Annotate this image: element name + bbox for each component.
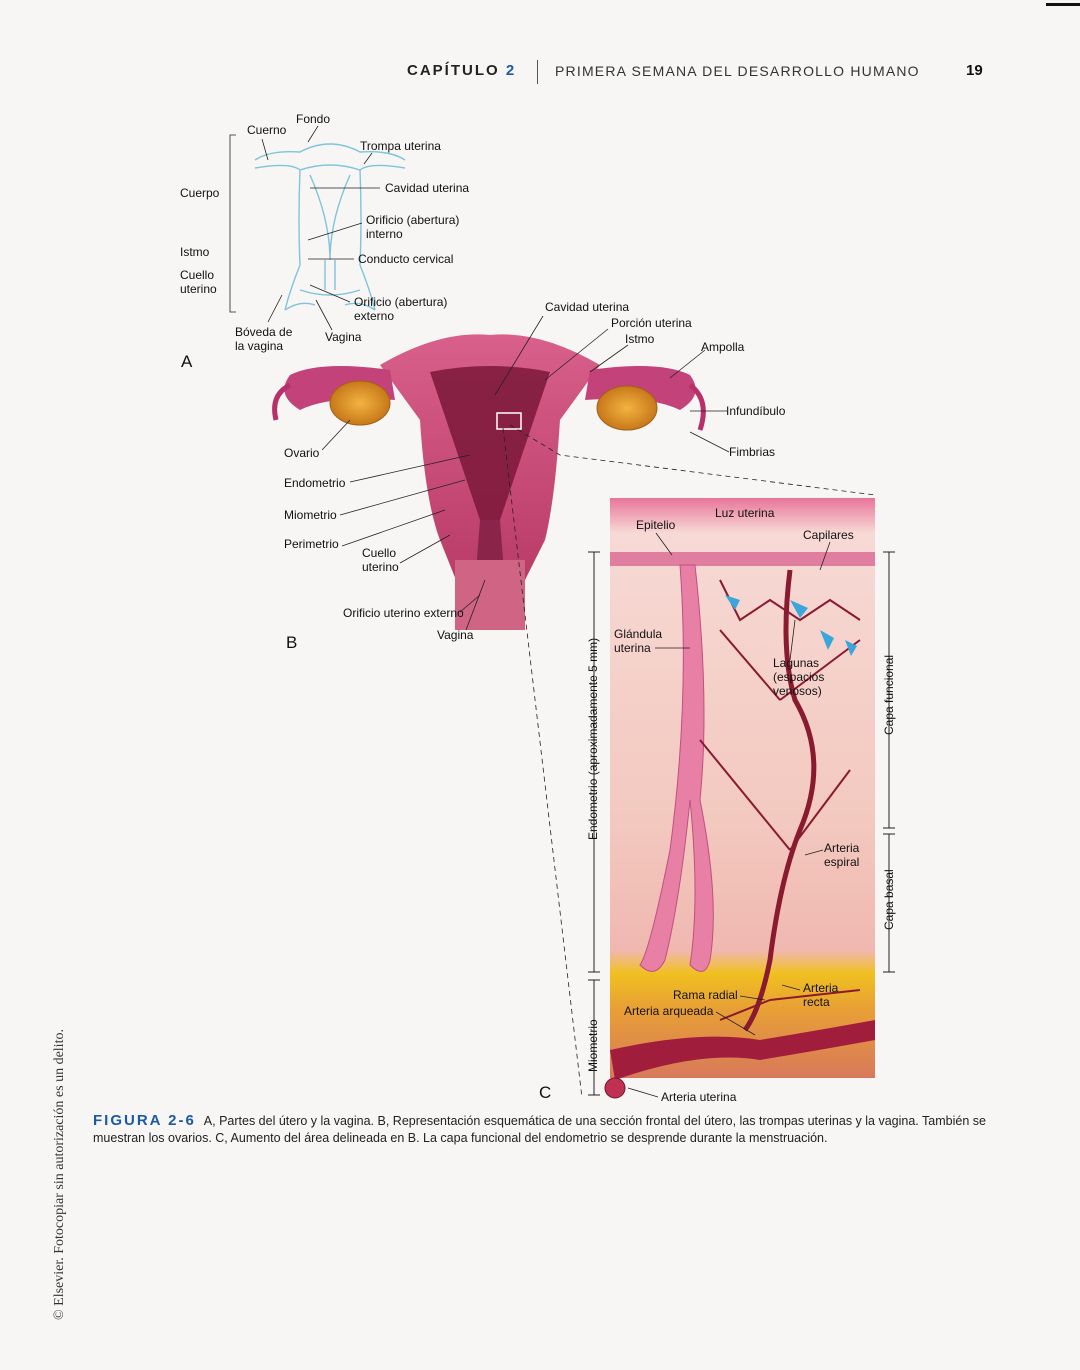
corner-mark [1046,3,1080,6]
label-orificio-interno: Orificio (abertura) interno [366,213,459,241]
label-arteria-arqueada: Arteria arqueada [624,1004,714,1018]
label-endometrio: Endometrio [284,476,346,490]
label-capa-funcional: Capa funcional [882,654,896,735]
label-trompa-uterina-a: Trompa uterina [360,139,441,153]
panel-c-leaders [627,532,831,1098]
label-orificio-externo-line1: Orificio (abertura) [354,295,448,309]
panel-c-drawing [604,498,875,1099]
panel-c-scales [588,551,895,1096]
label-cavidad-uterina-b: Cavidad uterina [545,300,630,314]
header-separator [537,60,538,84]
label-perimetrio: Perimetrio [284,537,339,551]
label-arteria-recta-line2: recta [803,995,830,1009]
label-boveda-line1: Bóveda de [235,325,293,339]
label-vagina-a: Vagina [325,330,362,344]
panel-letter-c: C [539,1083,552,1102]
caption-text: A, Partes del útero y la vagina. B, Repr… [93,1114,986,1145]
label-orificio-uterino-externo: Orificio uterino externo [343,606,464,620]
label-boveda-vagina: Bóveda de la vagina [235,325,292,353]
label-cuello-uterino-a: Cuello uterino [180,268,217,296]
page-number: 19 [966,62,983,79]
chapter-heading: CAPÍTULO 2 [407,62,516,79]
chapter-number: 2 [505,62,517,79]
label-cuello-a-line1: Cuello [180,268,215,282]
label-istmo-a: Istmo [180,245,210,259]
label-arteria-recta-line1: Arteria [803,981,839,995]
copyright-side-note: © Elsevier. Fotocopiar sin autorización … [52,1029,67,1320]
label-lagunas-line3: venosos) [773,684,822,698]
label-fimbrias: Fimbrias [729,445,776,459]
panel-a-drawing [254,143,406,311]
figure-label: FIGURA 2-6 [93,1112,196,1129]
label-orificio-externo-line2: externo [354,309,395,323]
label-arteria-uterina: Arteria uterina [661,1090,737,1104]
label-rama-radial: Rama radial [673,988,738,1002]
label-ampolla: Ampolla [701,340,745,354]
label-arteria-recta: Arteria recta [803,981,838,1009]
label-lagunas-line2: (espacios [773,670,825,684]
label-cuerpo: Cuerpo [180,186,220,200]
panel-a-leaders [229,125,380,331]
panel-b-leaders [321,315,876,1099]
label-arteria-espiral-line1: Arteria [824,841,860,855]
label-arteria-espiral: Arteria espiral [824,841,859,869]
label-orificio-interno-line2: interno [366,227,403,241]
panel-letter-b: B [286,633,298,652]
section-title: PRIMERA SEMANA DEL DESARROLLO HUMANO [555,63,920,79]
panel-letter-a: A [181,352,193,371]
label-vagina-b: Vagina [437,628,474,642]
label-cuello-b-line1: Cuello [362,546,397,560]
label-conducto-cervical: Conducto cervical [358,252,454,266]
label-lagunas: Lagunas (espacios venosos) [773,656,824,698]
label-cavidad-uterina-a: Cavidad uterina [385,181,470,195]
label-orificio-externo: Orificio (abertura) externo [354,295,447,323]
panel-b-drawing [272,334,706,630]
label-capilares: Capilares [803,528,854,542]
label-epitelio: Epitelio [636,518,676,532]
label-infundibulo: Infundíbulo [726,404,786,418]
label-orificio-interno-line1: Orificio (abertura) [366,213,460,227]
label-boveda-line2: la vagina [235,339,284,353]
label-glandula-line1: Glándula [614,627,663,641]
label-lagunas-line1: Lagunas [773,656,820,670]
label-luz-uterina: Luz uterina [715,506,775,520]
label-miometrio-scale: Miometrio [586,1019,600,1072]
chapter-word: CAPÍTULO [407,62,500,79]
label-cuerno: Cuerno [247,123,287,137]
label-miometrio: Miometrio [284,508,337,522]
label-cuello-b-line2: uterino [362,560,399,574]
label-ovario: Ovario [284,446,320,460]
label-glandula-uterina: Glándula uterina [614,627,662,655]
label-cuello-a-line2: uterino [180,282,217,296]
label-glandula-line2: uterina [614,641,651,655]
label-cuello-uterino-b: Cuello uterino [362,546,399,574]
label-capa-basal: Capa basal [882,869,896,930]
label-fondo: Fondo [296,112,331,126]
label-istmo-b: Istmo [625,332,655,346]
label-porcion-uterina: Porción uterina [611,316,692,330]
label-arteria-espiral-line2: espiral [824,855,860,869]
label-endometrio-scale: Endometrio (aproximadamente 5 mm) [586,637,600,840]
